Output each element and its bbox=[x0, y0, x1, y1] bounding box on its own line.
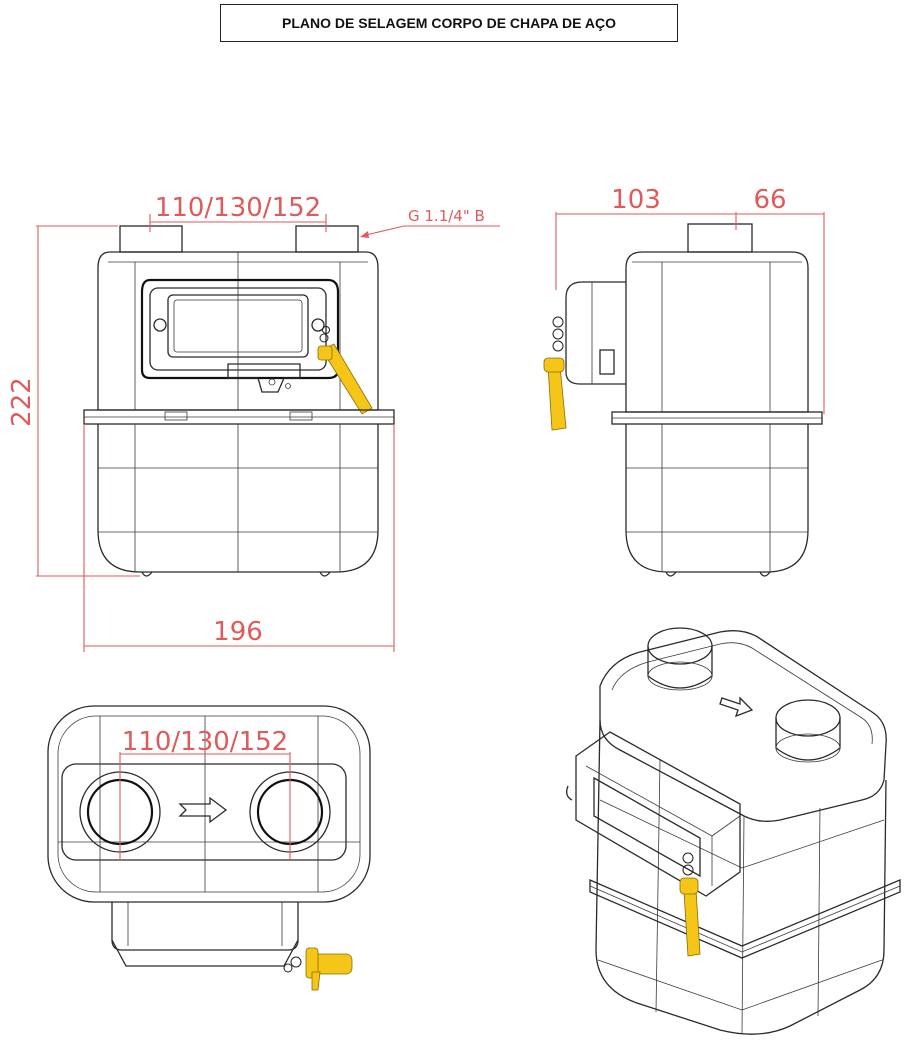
drawing-title: PLANO DE SELAGEM CORPO DE CHAPA DE AÇO bbox=[220, 4, 678, 42]
side-upper-body bbox=[625, 251, 809, 413]
iso-stub-left-top bbox=[647, 627, 713, 665]
iso-seal bbox=[679, 852, 701, 957]
top-index-housing bbox=[111, 902, 299, 951]
iso-top-surface bbox=[599, 630, 887, 822]
side-stub bbox=[687, 223, 753, 253]
front-view bbox=[83, 225, 395, 577]
iso-flow-arrow-icon bbox=[719, 696, 754, 718]
top-view bbox=[47, 705, 371, 991]
front-dim-thread: G 1.1/4" B bbox=[408, 207, 485, 225]
isometric-view bbox=[566, 627, 901, 1035]
front-inlet-stub bbox=[119, 225, 183, 253]
top-dimensions: 110/130/152 bbox=[119, 727, 291, 860]
side-dim-right: 66 bbox=[753, 185, 786, 215]
side-dimensions: 103 66 bbox=[555, 185, 825, 414]
flow-arrow-icon bbox=[178, 796, 228, 824]
side-lower-body bbox=[625, 424, 809, 573]
index-window bbox=[167, 294, 309, 358]
top-connection-plate bbox=[61, 763, 347, 861]
front-outlet-stub bbox=[295, 225, 359, 253]
iso-index-housing bbox=[575, 731, 741, 897]
front-dim-height: 222 bbox=[7, 377, 37, 427]
iso-stub-right-top bbox=[775, 699, 841, 737]
drawing-title-text: PLANO DE SELAGEM CORPO DE CHAPA DE AÇO bbox=[282, 15, 616, 31]
side-index-housing bbox=[565, 281, 626, 385]
top-dim-top: 110/130/152 bbox=[122, 727, 288, 757]
index-frame bbox=[149, 287, 327, 371]
seal-bracket bbox=[227, 363, 301, 393]
front-seal bbox=[317, 326, 373, 415]
side-dim-left: 103 bbox=[611, 185, 661, 215]
index-housing bbox=[140, 278, 340, 380]
iso-index-window bbox=[593, 776, 701, 878]
front-dim-top: 110/130/152 bbox=[155, 193, 321, 223]
iso-body bbox=[595, 719, 887, 1035]
screw-left bbox=[153, 318, 167, 332]
iso-flange bbox=[589, 879, 901, 959]
front-dim-width: 196 bbox=[213, 617, 263, 647]
top-seal bbox=[283, 947, 353, 991]
screw-right bbox=[311, 318, 325, 332]
top-outer bbox=[47, 705, 371, 903]
side-seal bbox=[543, 316, 567, 431]
front-dimensions: 110/130/152 G 1.1/4" B 222 196 bbox=[7, 193, 500, 652]
side-view bbox=[543, 223, 823, 577]
